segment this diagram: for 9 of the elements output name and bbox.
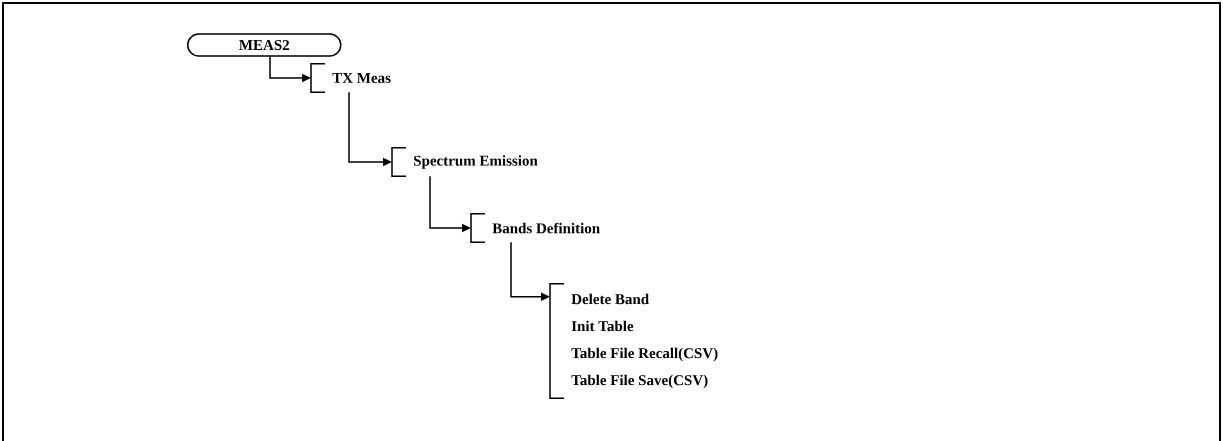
- menu-item: Spectrum Emission: [391, 147, 538, 177]
- menu-group: [549, 283, 718, 399]
- menu-item: Delete Band: [571, 293, 649, 305]
- start-box: MEAS2: [187, 33, 342, 57]
- menu-item: Table File Recall(CSV): [571, 347, 718, 362]
- menu-item: TX Meas: [310, 63, 391, 93]
- menu-item: Init Table: [571, 320, 634, 332]
- menu-item: Bands Definition: [470, 213, 600, 243]
- menu-item: Table File Save(CSV): [571, 374, 708, 389]
